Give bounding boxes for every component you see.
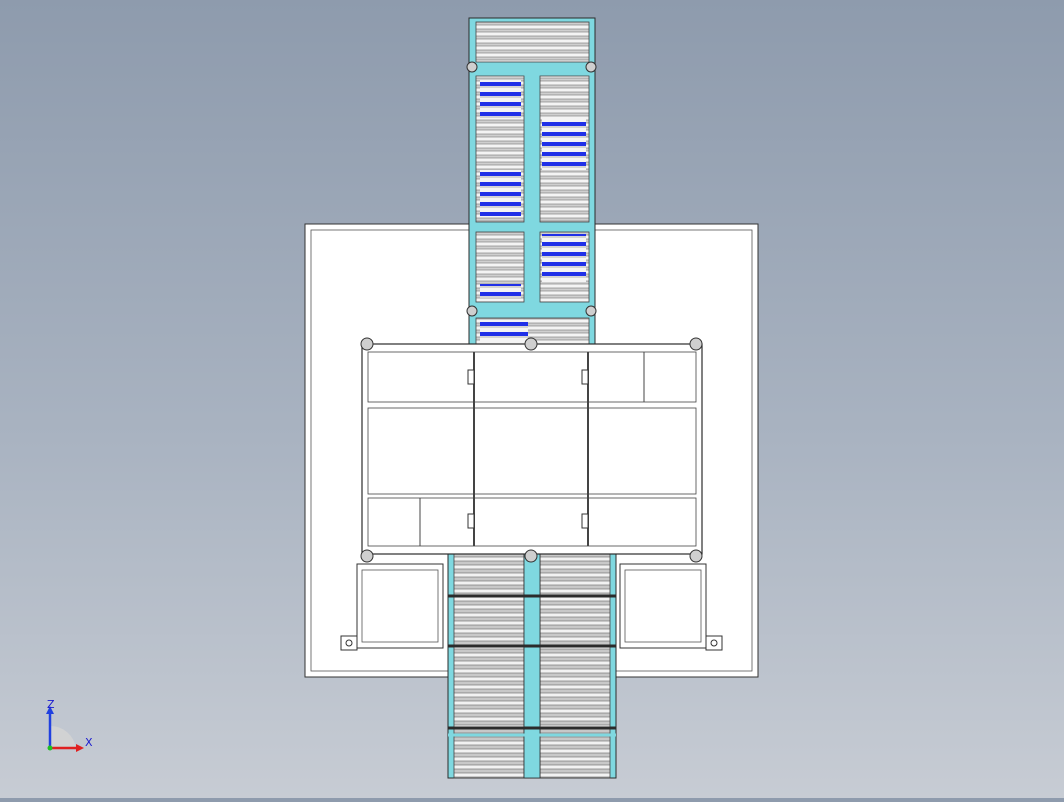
- x-axis-label: X: [85, 736, 93, 749]
- side-frames: [340, 563, 723, 651]
- main-frame: [360, 337, 703, 563]
- lower-conveyor: [447, 551, 617, 779]
- coordinate-triad: Z X: [38, 696, 98, 756]
- z-axis-label: Z: [47, 698, 55, 711]
- upper-conveyor: [466, 17, 597, 359]
